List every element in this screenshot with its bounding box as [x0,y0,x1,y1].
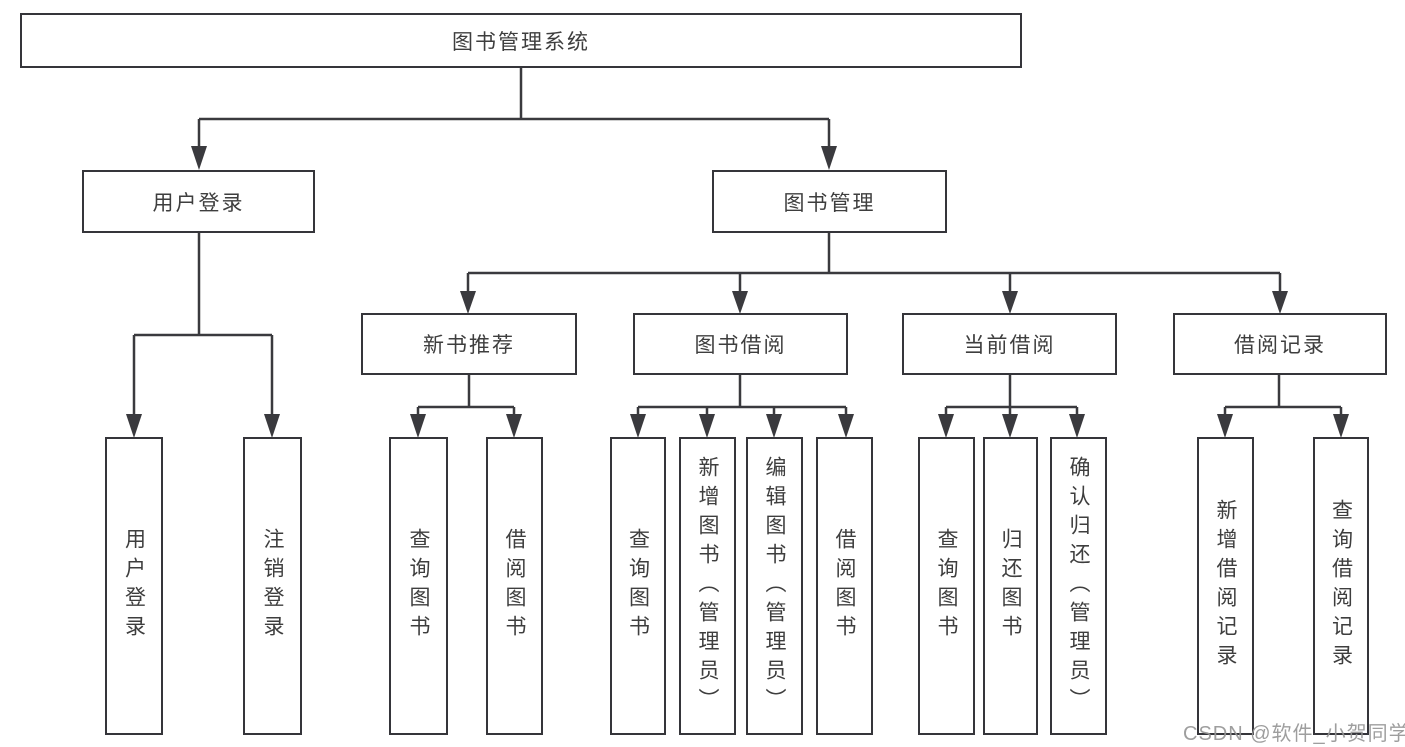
node-current-borrow: 当前借阅 [902,313,1117,375]
leaf-query-books-borrow: 查询图书 [610,437,666,735]
csdn-watermark: CSDN @软件_小贺同学 [1183,723,1405,745]
leaf-add-books-admin: 新增图书（管理员） [679,437,736,735]
leaf-label: 新增借阅记录 [1214,499,1237,673]
node-label: 图书借阅 [694,334,787,357]
leaf-query-books-current: 查询图书 [918,437,975,735]
leaf-query-borrow-record: 查询借阅记录 [1313,437,1369,735]
leaf-label: 用户登录 [122,528,146,644]
leaf-return-books: 归还图书 [983,437,1038,735]
node-book-borrow: 图书借阅 [633,313,848,375]
node-label: 用户登录 [152,191,245,215]
node-label: 借阅记录 [1234,334,1326,357]
node-user-login: 用户登录 [82,170,315,233]
leaf-label: 查询图书 [626,528,650,644]
node-borrow-records: 借阅记录 [1173,313,1387,375]
leaf-label: 借阅图书 [833,528,856,644]
leaf-label: 新增图书（管理员） [696,455,719,717]
leaf-add-borrow-record: 新增借阅记录 [1197,437,1254,735]
leaf-user-login: 用户登录 [105,437,163,735]
leaf-borrow-books: 借阅图书 [816,437,873,735]
leaf-label: 查询图书 [935,528,958,644]
node-new-book-recommend: 新书推荐 [361,313,577,375]
leaf-label: 确认归还（管理员） [1067,455,1090,717]
node-label: 图书管理 [783,191,876,215]
node-label: 图书管理系统 [452,30,590,54]
leaf-query-books-recommend: 查询图书 [389,437,448,735]
leaf-label: 编辑图书（管理员） [763,455,786,717]
leaf-edit-books-admin: 编辑图书（管理员） [746,437,803,735]
node-library-management-system: 图书管理系统 [20,13,1022,68]
node-label: 当前借阅 [963,334,1056,357]
leaf-label: 查询借阅记录 [1329,499,1353,673]
leaf-label: 借阅图书 [503,528,526,644]
leaf-borrow-books-recommend: 借阅图书 [486,437,543,735]
leaf-label: 注销登录 [261,528,284,644]
leaf-label: 查询图书 [407,528,430,644]
leaf-confirm-return-admin: 确认归还（管理员） [1050,437,1107,735]
arrowheads [126,146,1349,438]
leaf-label: 归还图书 [999,528,1022,644]
node-label: 新书推荐 [423,334,515,357]
leaf-logout: 注销登录 [243,437,302,735]
node-book-management: 图书管理 [712,170,947,233]
